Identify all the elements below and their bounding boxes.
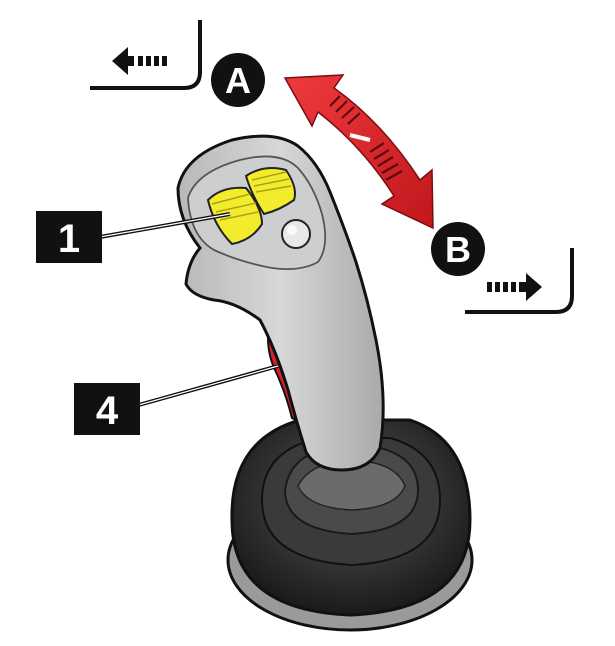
direction-a-label: A xyxy=(225,60,251,101)
callout-4: 4 xyxy=(74,366,278,435)
round-push-button xyxy=(282,220,310,248)
left-arrow-bracket-icon xyxy=(90,20,200,88)
joystick-handle xyxy=(178,136,383,470)
direction-b-marker: B xyxy=(431,222,485,276)
direction-b-label: B xyxy=(445,229,471,270)
callout-4-label: 4 xyxy=(96,389,119,433)
callout-1-label: 1 xyxy=(58,217,80,261)
direction-a-marker: A xyxy=(211,53,265,107)
